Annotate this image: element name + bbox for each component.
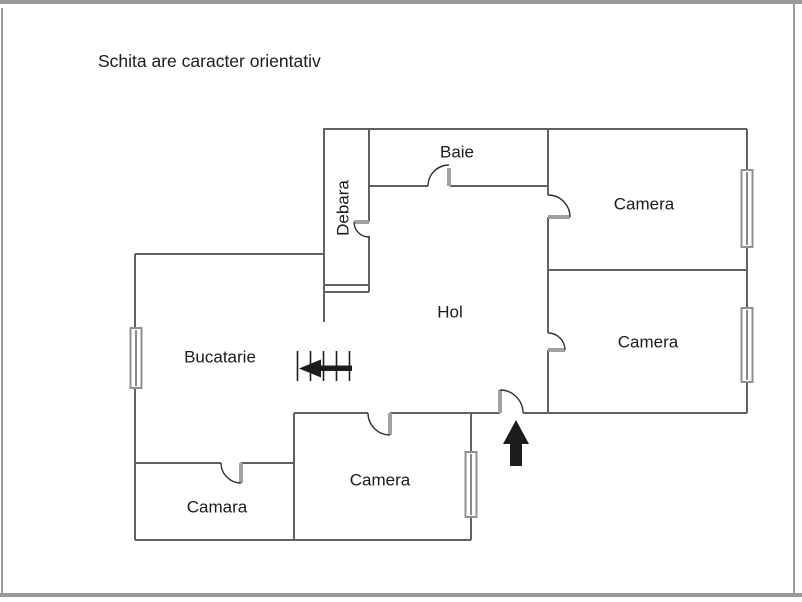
room-label-camera-top-right: Camera bbox=[613, 194, 675, 214]
frame-bottom-edge bbox=[0, 593, 802, 597]
walls bbox=[134, 128, 748, 541]
door-arc-baie bbox=[427, 164, 450, 187]
door-arcs bbox=[220, 164, 571, 484]
frame-left-edge bbox=[1, 8, 3, 593]
room-label-camera-middle-right: Camera bbox=[617, 332, 679, 352]
door-arc-camera-top-right bbox=[547, 194, 571, 218]
room-label-camara: Camara bbox=[186, 497, 248, 517]
door-arc-camera-bottom bbox=[367, 412, 391, 436]
door-leaves bbox=[239, 168, 570, 483]
room-label-camera-bottom: Camera bbox=[349, 470, 411, 490]
frame-right-edge bbox=[793, 4, 795, 593]
door-arc-camera-middle-right bbox=[547, 332, 566, 351]
hatched-arrow-icon bbox=[296, 351, 352, 381]
window-camera-top-right bbox=[740, 169, 754, 248]
room-label-hol: Hol bbox=[437, 302, 463, 322]
entrance-arrow-icon bbox=[503, 420, 529, 466]
room-label-debara: Debara bbox=[333, 180, 353, 236]
door-arc-entrance bbox=[499, 389, 524, 414]
window-bucatarie bbox=[129, 327, 143, 389]
room-label-bucatarie: Bucatarie bbox=[184, 347, 256, 367]
window-camera-bottom bbox=[464, 451, 478, 518]
plan-title: Schita are caracter orientativ bbox=[98, 51, 321, 71]
door-arc-camara bbox=[220, 462, 242, 484]
windows bbox=[129, 169, 754, 518]
door-arc-debara bbox=[353, 221, 370, 238]
window-camera-middle-right bbox=[740, 307, 754, 383]
room-label-baie: Baie bbox=[439, 142, 475, 162]
frame-top-edge bbox=[0, 0, 802, 4]
